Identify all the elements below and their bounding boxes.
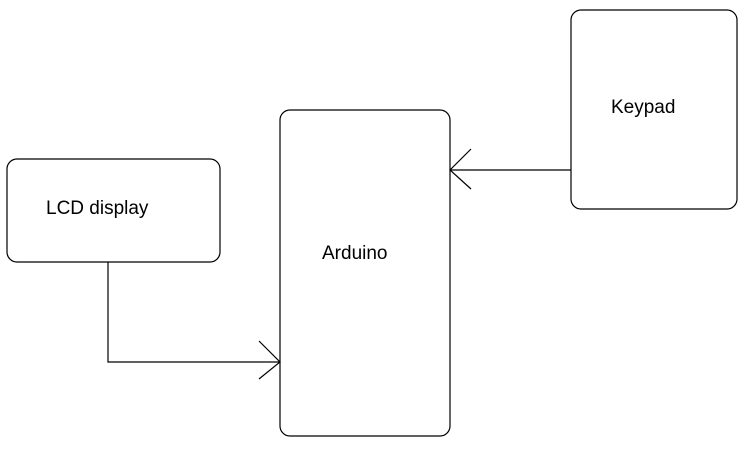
lcd-to-arduino-line — [107, 262, 280, 363]
lcd-display-label: LCD display — [46, 198, 149, 219]
edge-lcd-to-arduino — [107, 262, 281, 380]
arduino-box — [279, 109, 451, 437]
keypad-label: Keypad — [611, 97, 675, 118]
arduino-label: Arduino — [322, 243, 388, 264]
keypad-to-arduino-arrowhead — [449, 148, 472, 190]
lcd-to-arduino-arrowhead — [258, 340, 281, 380]
lcd-display-box — [6, 158, 221, 263]
lcd-display-block: LCD display — [6, 158, 221, 263]
arduino-block: Arduino — [279, 109, 451, 437]
edge-keypad-to-arduino — [449, 148, 571, 190]
keypad-block: Keypad — [570, 9, 738, 210]
keypad-box — [570, 9, 738, 210]
